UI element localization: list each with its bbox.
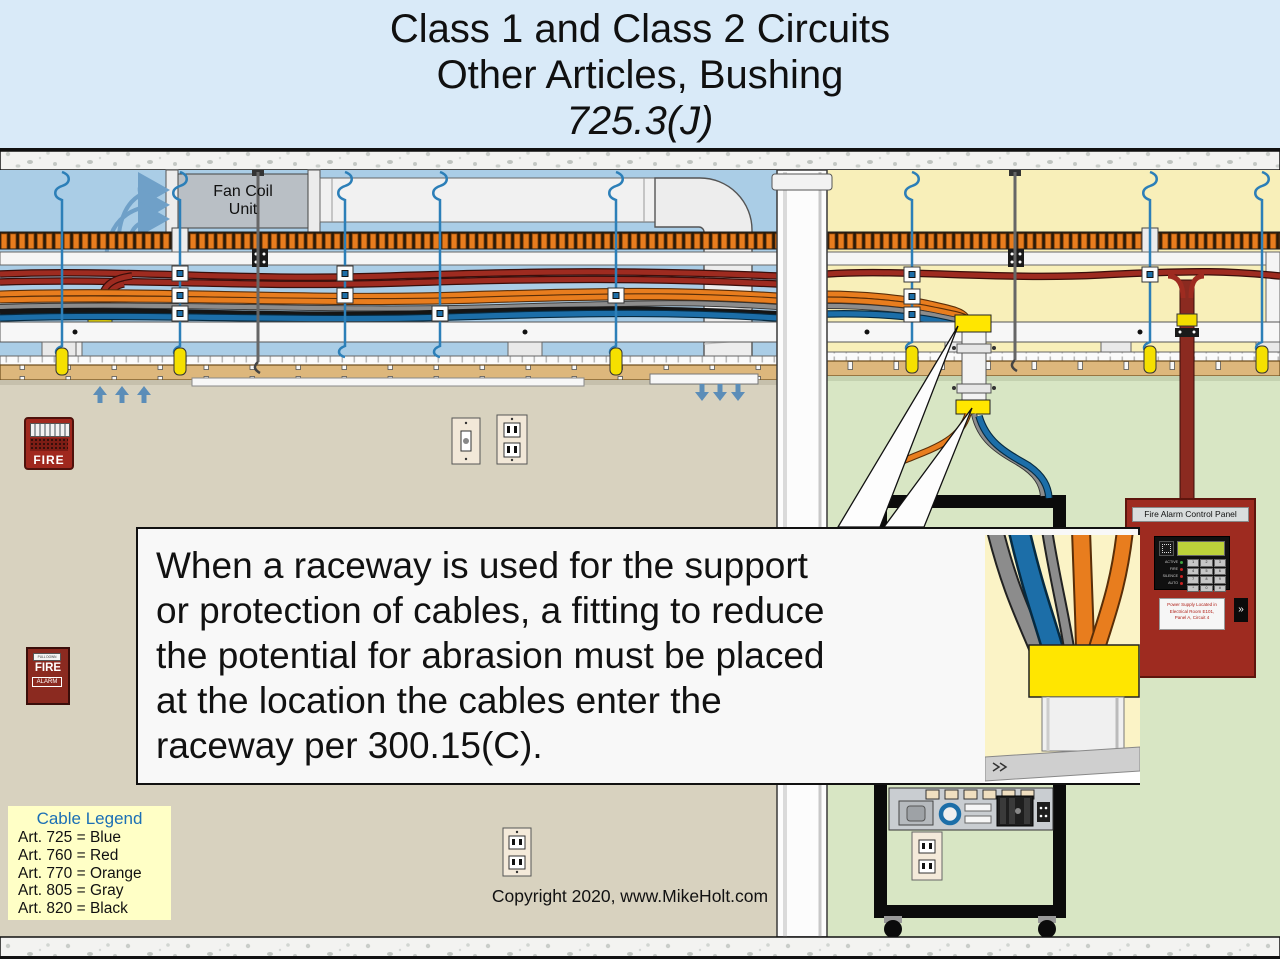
top-border: [0, 148, 1280, 151]
data-jack-plate: [451, 417, 481, 465]
fire-pull-station: PULL DOWN FIRE ALARM: [26, 647, 70, 705]
fire-alarm-red-cable-right: [826, 267, 1280, 281]
pull-station-alarm-label: ALARM: [32, 677, 62, 687]
fire-alarm-control-panel: Fire Alarm Control Panel ACTIVE FIRE SIL…: [1125, 498, 1256, 678]
inset-raceway: [1041, 696, 1125, 752]
inset-cables: [987, 535, 1134, 654]
cable-saddles-right: [905, 345, 1269, 374]
facp-key: 5: [1200, 567, 1213, 575]
round-connector: [938, 802, 962, 826]
facp-key: 7: [1187, 576, 1200, 584]
copyright-notice: Copyright 2020, www.MikeHolt.com: [491, 886, 769, 906]
facp-key: 6: [1213, 567, 1226, 575]
cable-tray: [0, 231, 1280, 250]
facp-key: *: [1187, 584, 1200, 592]
facp-power-label: Power Supply Located in Electrical Room …: [1159, 598, 1225, 630]
legend-item-725: Art. 725 = Blue: [18, 829, 121, 846]
inset-break-symbol-icon: [992, 762, 1008, 772]
comm-orange-cables-left: [0, 287, 779, 306]
facp-key: 8: [1200, 576, 1213, 584]
legend-item-770: Art. 770 = Orange: [18, 864, 142, 882]
emt-conduit: [0, 251, 1280, 266]
facp-keypad: ACTIVE FIRE SILENCE AUTO 1 2 3 4 5 6 7 8…: [1154, 536, 1230, 592]
strobe-light: [30, 423, 70, 437]
fire-horn-label: FIRE: [33, 453, 65, 467]
return-air-arrows: [93, 386, 151, 403]
facp-led-silence: SILENCE: [1157, 573, 1183, 580]
duplex-receptacle-mid: [496, 414, 528, 465]
page-title-line2: Other Articles, Bushing: [436, 53, 844, 97]
facp-key: #: [1213, 584, 1226, 592]
hanger-wires-right: [904, 170, 1270, 355]
patch-panel: [888, 787, 1054, 831]
conduit-bushing: [1176, 313, 1198, 327]
duct-diffuser: [649, 373, 759, 385]
page-title-line3: 725.3(J): [566, 99, 714, 143]
conduit-clamp: [252, 249, 268, 267]
callout-text: When a raceway is used for the support o…: [156, 545, 825, 766]
fire-horn-strobe: FIRE: [24, 417, 74, 470]
caster-wheel: [884, 920, 902, 938]
cable-legend-title: Cable Legend: [36, 809, 143, 828]
raceway-sleeve: [952, 331, 996, 403]
legend-item-760: Art. 760 = Red: [18, 846, 119, 864]
fan-coil-label: Fan Coil Unit: [178, 174, 308, 228]
bushing-detail-inset: [985, 535, 1140, 783]
supply-air-arrows: [695, 384, 745, 401]
fan-coil-label-line2: Unit: [228, 201, 258, 218]
legend-item-805: Art. 805 = Gray: [18, 882, 124, 900]
wall-outlet-behind-rack: [911, 831, 943, 881]
callout-box: When a raceway is used for the support o…: [136, 527, 1140, 785]
horn-grille: [30, 438, 68, 451]
fire-alarm-conduit: [1167, 273, 1205, 501]
facp-key: 3: [1213, 559, 1226, 567]
inset-wall-band: [985, 746, 1140, 782]
facp-speaker-icon: [1159, 541, 1174, 556]
supply-duct: [319, 177, 656, 223]
pull-station-header: PULL DOWN: [33, 653, 61, 661]
facp-led-active: ACTIVE: [1157, 559, 1183, 566]
threaded-rod-right: [1009, 170, 1021, 373]
facp-title: Fire Alarm Control Panel: [1132, 507, 1249, 522]
header: Class 1 and Class 2 Circuits Other Artic…: [0, 0, 1280, 150]
suspended-ceiling-right: [826, 351, 1280, 381]
facp-key: 1: [1187, 559, 1200, 567]
cable-clamps-left: [171, 265, 625, 322]
floor-slab: [0, 936, 1280, 958]
cable-saddles-left: [55, 347, 623, 376]
threaded-rod-left: [252, 170, 264, 375]
duplex-receptacle-low: [502, 827, 532, 877]
bottom-border: [0, 956, 1280, 959]
ceiling-slab: [0, 150, 1280, 171]
inset-bushing: [1028, 644, 1140, 698]
cable-bundle-left: [0, 300, 779, 323]
facp-led-auto: AUTO: [1157, 580, 1183, 587]
ceiling-diffuser-strip: [191, 377, 585, 387]
fan-coil-unit: [165, 169, 321, 233]
cable-legend: Cable Legend Art. 725 = Blue Art. 760 = …: [8, 806, 171, 920]
facp-break-symbol-icon: »: [1234, 598, 1248, 622]
pull-station-fire-label: FIRE: [34, 662, 62, 674]
caster-wheel: [1038, 920, 1056, 938]
facp-led-fire: FIRE: [1157, 566, 1183, 573]
facp-key: 0: [1200, 584, 1213, 592]
cable-clamps-right: [903, 266, 1159, 323]
raceway-bushing-bottom: [955, 399, 991, 415]
raceway-bushing-top: [954, 314, 992, 333]
fire-alarm-red-cables-left: [0, 268, 779, 317]
facp-keys: 1 2 3 4 5 6 7 8 9 * 0 #: [1187, 559, 1226, 592]
fan-coil-label-line1: Fan Coil: [213, 183, 273, 200]
facp-key: 9: [1213, 576, 1226, 584]
facp-key: 2: [1200, 559, 1213, 567]
legend-item-820: Art. 820 = Black: [18, 900, 128, 918]
facp-lcd-display: [1177, 541, 1225, 556]
facp-key: 4: [1187, 567, 1200, 575]
page-title-line1: Class 1 and Class 2 Circuits: [389, 7, 891, 51]
